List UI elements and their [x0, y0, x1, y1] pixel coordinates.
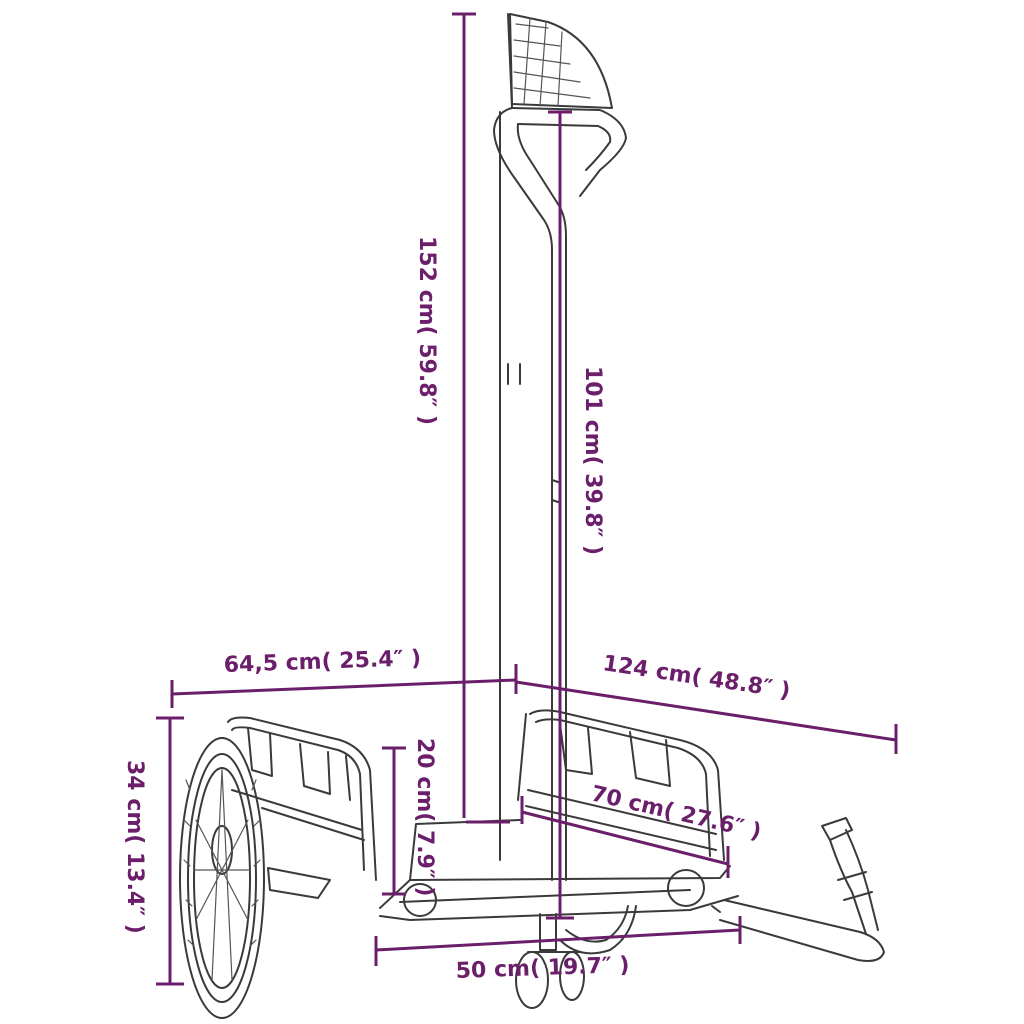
label-bed-width: 50 cm( 19.7″ ) — [455, 953, 630, 984]
left-wheel — [179, 737, 265, 1019]
label-wall-height: 20 cm( 7.9″ ) — [412, 738, 437, 896]
trailer-line-art — [179, 13, 885, 1019]
dim-bed-width — [374, 916, 742, 966]
dim-width — [170, 664, 518, 708]
label-width: 64,5 cm( 25.4″ ) — [223, 646, 421, 678]
dim-wall-height — [382, 746, 406, 896]
label-handle-height: 101 cm( 39.8″ ) — [580, 366, 605, 555]
dim-handle-height — [546, 110, 574, 920]
handle-bar — [493, 13, 627, 881]
caster-wheels — [403, 869, 705, 1009]
dim-length — [515, 680, 898, 754]
right-wheel — [559, 905, 637, 955]
label-wheel-height: 34 cm( 13.4″ ) — [122, 760, 147, 934]
dim-cargo-depth — [520, 796, 730, 878]
tow-bar — [711, 817, 885, 962]
dim-total-height — [452, 12, 510, 824]
dim-wheel-height — [156, 716, 184, 986]
label-length: 124 cm( 48.8″ ) — [601, 651, 792, 704]
safety-flag — [509, 13, 613, 109]
dimension-lines — [156, 12, 898, 986]
left-side-wall — [227, 716, 377, 899]
label-total-height: 152 cm( 59.8″ ) — [414, 236, 439, 425]
